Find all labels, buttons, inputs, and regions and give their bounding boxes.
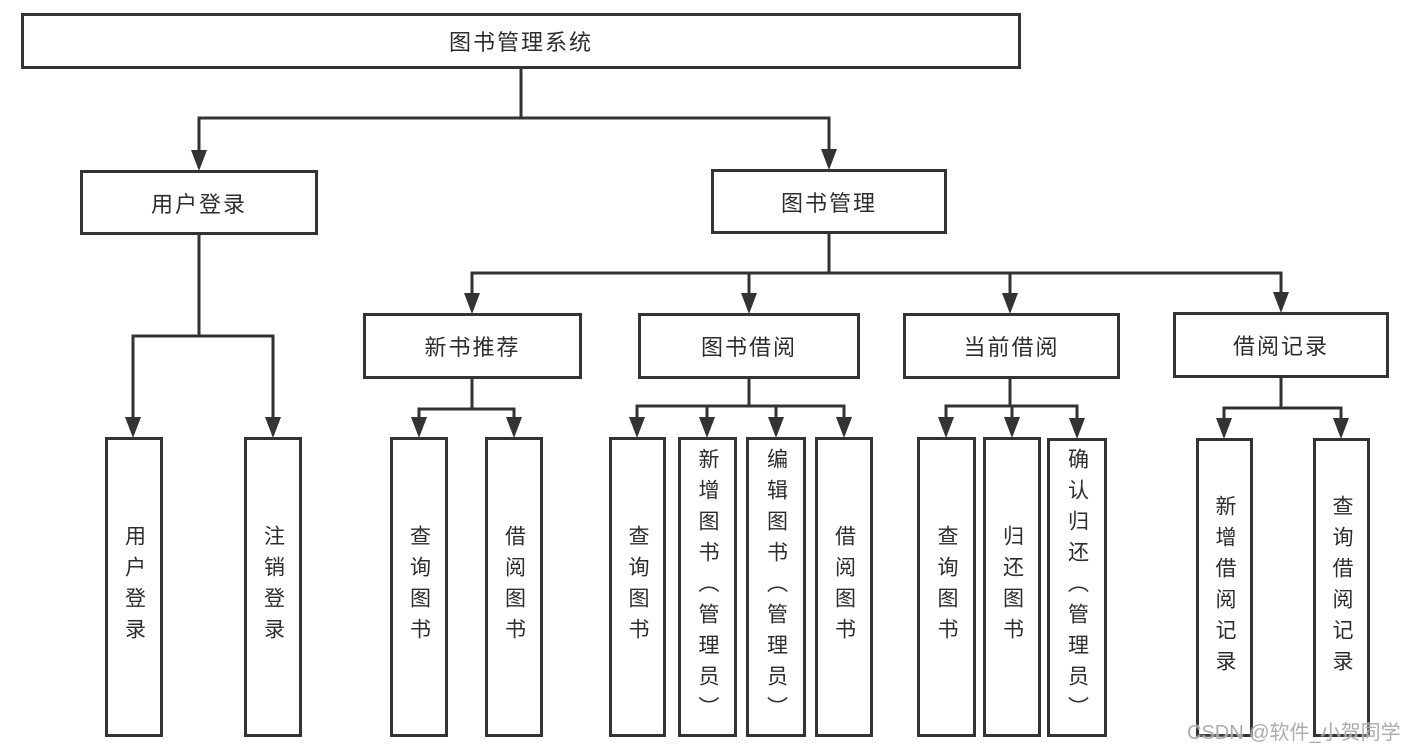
arrowhead-icon bbox=[1002, 293, 1018, 314]
connector-borrow-records-children bbox=[1222, 378, 1343, 418]
arrowhead-icon bbox=[265, 417, 281, 438]
arrowhead-icon bbox=[1333, 418, 1349, 439]
arrowhead-icon bbox=[125, 417, 141, 438]
connector-book-borrow-children bbox=[635, 379, 846, 418]
connector-root-to-level1 bbox=[197, 69, 831, 151]
leaf-records-query-record: 查询借阅记录 bbox=[1313, 438, 1370, 737]
leaf-records-add-record: 新增借阅记录 bbox=[1196, 438, 1253, 737]
arrowhead-icon bbox=[629, 417, 645, 438]
connector-user-login-children bbox=[131, 234, 275, 418]
arrowhead-icon bbox=[1069, 418, 1085, 439]
arrowhead-icon bbox=[506, 417, 522, 438]
leaf-borrow-edit-books-admin: 编辑图书（管理员） bbox=[746, 437, 806, 737]
leaf-current-query-books: 查询图书 bbox=[917, 437, 976, 737]
node-book-borrow: 图书借阅 bbox=[638, 313, 860, 379]
arrowhead-icon bbox=[768, 417, 784, 438]
node-book-management-system: 图书管理系统 bbox=[21, 13, 1021, 69]
node-user-login: 用户登录 bbox=[80, 170, 318, 235]
leaf-newbooks-borrow-books: 借阅图书 bbox=[485, 437, 543, 737]
arrowhead-icon bbox=[938, 417, 954, 438]
connector-new-books-children bbox=[417, 379, 516, 418]
leaf-current-return-books: 归还图书 bbox=[983, 437, 1041, 737]
arrowhead-icon bbox=[1216, 418, 1232, 439]
arrowhead-icon bbox=[411, 417, 427, 438]
arrowhead-icon bbox=[464, 293, 480, 314]
arrowhead-icon bbox=[821, 149, 837, 170]
node-new-book-recommend: 新书推荐 bbox=[363, 313, 582, 379]
leaf-user-login: 用户登录 bbox=[105, 437, 163, 737]
arrowhead-icon bbox=[699, 417, 715, 438]
leaf-borrow-query-books: 查询图书 bbox=[609, 437, 666, 737]
connector-current-borrow-children bbox=[944, 379, 1079, 418]
arrowhead-icon bbox=[191, 150, 207, 171]
leaf-current-confirm-return-admin: 确认归还（管理员） bbox=[1047, 438, 1107, 737]
leaf-logout: 注销登录 bbox=[244, 437, 302, 737]
leaf-newbooks-query-books: 查询图书 bbox=[390, 437, 448, 737]
connector-book-mgmt-to-level2 bbox=[470, 233, 1283, 294]
arrowhead-icon bbox=[1273, 292, 1289, 313]
arrowhead-icon bbox=[741, 293, 757, 314]
csdn-watermark: CSDN @软件_小贺同学 bbox=[1187, 722, 1401, 744]
node-borrow-records: 借阅记录 bbox=[1173, 312, 1389, 378]
arrowhead-icon bbox=[1004, 417, 1020, 438]
leaf-borrow-add-books-admin: 新增图书（管理员） bbox=[678, 437, 737, 737]
node-book-management: 图书管理 bbox=[711, 169, 947, 234]
leaf-borrow-borrow-books: 借阅图书 bbox=[815, 437, 873, 737]
arrowhead-icon bbox=[836, 417, 852, 438]
node-current-borrow: 当前借阅 bbox=[903, 313, 1120, 379]
